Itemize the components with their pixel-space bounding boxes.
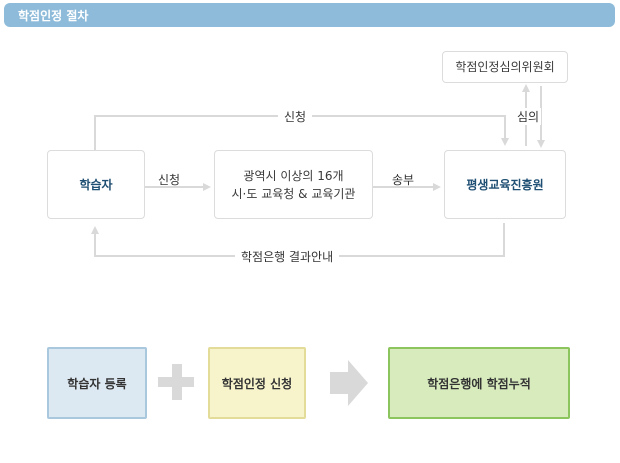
office-line-2: 시·도 교육청 & 교육기관 [231,186,356,201]
institute-box: 평생교육진흥원 [444,150,566,219]
step-apply-label: 학점인정 신청 [221,376,293,391]
committee-label: 학점인정심의위원회 [455,60,555,74]
step-accumulate: 학점은행에 학점누적 [388,347,570,419]
learner-box: 학습자 [47,150,145,219]
label-apply-top: 신청 [278,108,313,125]
label-send: 송부 [392,173,415,187]
plus-icon [158,364,194,400]
arrow-right-icon [330,360,368,406]
section-title: 학점인정 절차 [18,9,89,23]
learner-label: 학습자 [79,177,113,192]
label-result: 학점은행 결과안내 [235,248,340,265]
office-line-1: 광역시 이상의 16개 [243,168,344,183]
education-office-box: 광역시 이상의 16개 시·도 교육청 & 교육기관 [214,150,373,219]
label-apply-left: 신청 [158,173,181,187]
institute-label: 평생교육진흥원 [466,177,544,192]
label-review: 심의 [515,108,542,125]
section-header: 학점인정 절차 [4,3,615,27]
step-register: 학습자 등록 [47,347,147,419]
committee-box: 학점인정심의위원회 [442,51,568,83]
step-apply: 학점인정 신청 [208,347,306,419]
step-register-label: 학습자 등록 [67,376,127,391]
step-accumulate-label: 학점은행에 학점누적 [427,376,531,391]
